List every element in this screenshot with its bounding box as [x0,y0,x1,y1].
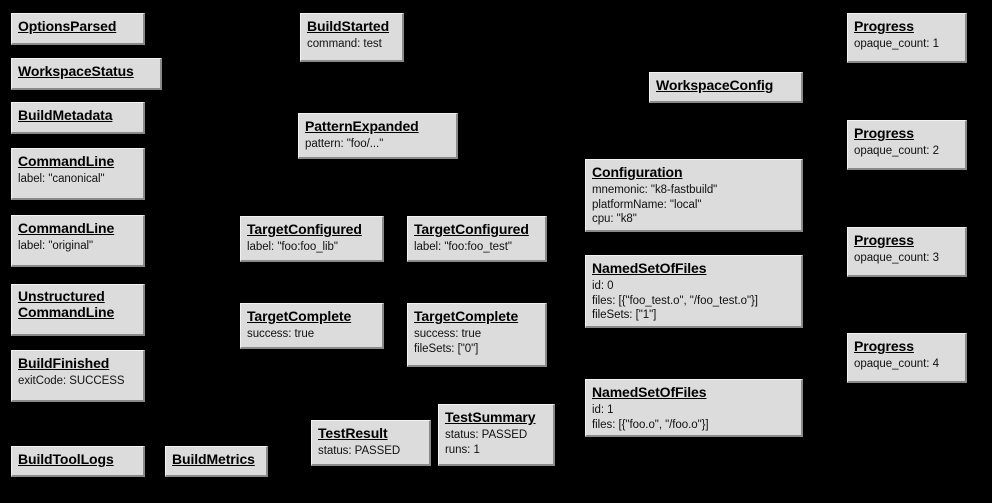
node-fields: status: PASSED runs: 1 [445,428,547,457]
node-title: Progress [854,18,914,34]
node-field: opaque_count: 2 [854,144,939,157]
node-build-metrics[interactable]: BuildMetrics [165,446,268,477]
node-field: label: "foo:foo_test" [414,240,512,253]
node-title: BuildStarted [307,18,390,34]
node-progress-4[interactable]: Progress opaque_count: 4 [847,333,967,383]
node-named-set-of-files-1[interactable]: NamedSetOfFiles id: 1 files: [{"foo.o", "/… [585,379,803,437]
node-build-tool-logs[interactable]: BuildToolLogs [11,446,145,477]
node-unstructured-command-line[interactable]: Unstructured CommandLine [11,284,145,336]
node-fields: opaque_count: 2 [854,144,959,159]
node-fields: status: PASSED [318,444,423,459]
node-target-configured-lib[interactable]: TargetConfigured label: "foo:foo_lib" [240,216,384,262]
node-title: TargetComplete [414,308,519,324]
node-title: OptionsParsed [18,18,117,34]
node-title: TargetComplete [247,308,352,324]
node-field: command: test [307,37,382,50]
node-title: CommandLine [18,220,115,236]
node-field: files: [{"foo.o", "/foo.o"}] [592,418,709,431]
node-field: runs: 1 [445,443,480,456]
node-fields: label: "original" [18,239,137,254]
node-title: BuildFinished [18,355,110,371]
node-field: label: "canonical" [18,172,105,185]
node-fields: label: "canonical" [18,172,137,187]
node-title: Progress [854,232,914,248]
node-fields: exitCode: SUCCESS [18,374,137,389]
node-field: label: "foo:foo_lib" [247,240,338,253]
node-fields: success: true [247,327,376,342]
node-fields: command: test [307,37,396,52]
node-title: CommandLine [18,153,115,169]
node-title: TargetConfigured [247,221,362,237]
node-build-finished[interactable]: BuildFinished exitCode: SUCCESS [11,350,145,402]
node-field: label: "original" [18,239,94,252]
node-field: success: true [414,327,482,340]
node-title: Progress [854,338,914,354]
node-field: id: 1 [592,403,614,416]
node-title: Unstructured CommandLine [18,288,115,320]
node-target-configured-test[interactable]: TargetConfigured label: "foo:foo_test" [407,216,547,262]
node-title: TestResult [318,425,388,441]
node-title: BuildToolLogs [18,451,114,467]
node-fields: id: 0 files: [{"foo_test.o", "/foo_test.o… [592,279,795,323]
node-field: files: [{"foo_test.o", "/foo_test.o"}] [592,294,758,307]
node-workspace-config[interactable]: WorkspaceConfig [649,72,803,103]
node-fields: label: "foo:foo_lib" [247,240,376,255]
node-fields: mnemonic: "k8-fastbuild" platformName: "l… [592,183,795,227]
node-field: opaque_count: 1 [854,37,939,50]
node-target-complete-test[interactable]: TargetComplete success: true fileSets: ["0… [407,303,547,367]
node-title: NamedSetOfFiles [592,384,707,400]
node-field: id: 0 [592,279,614,292]
node-title: Configuration [592,164,683,180]
node-fields: label: "foo:foo_test" [414,240,539,255]
node-fields: id: 1 files: [{"foo.o", "/foo.o"}] [592,403,795,432]
node-named-set-of-files-0[interactable]: NamedSetOfFiles id: 0 files: [{"foo_test.o… [585,255,803,328]
node-field: exitCode: SUCCESS [18,374,125,387]
node-field: fileSets: ["1"] [592,309,657,322]
node-title: Progress [854,125,914,141]
node-fields: success: true fileSets: ["0"] [414,327,539,356]
node-fields: opaque_count: 1 [854,37,959,52]
node-field: mnemonic: "k8-fastbuild" [592,183,718,196]
node-field: fileSets: ["0"] [414,342,479,355]
node-command-line-canonical[interactable]: CommandLine label: "canonical" [11,148,145,200]
node-progress-3[interactable]: Progress opaque_count: 3 [847,227,967,277]
node-test-result[interactable]: TestResult status: PASSED [311,420,431,466]
node-pattern-expanded[interactable]: PatternExpanded pattern: "foo/..." [298,113,458,159]
node-field: cpu: "k8" [592,213,637,226]
node-fields: pattern: "foo/..." [305,137,450,152]
node-field: opaque_count: 4 [854,357,939,370]
node-target-complete-lib[interactable]: TargetComplete success: true [240,303,384,349]
node-title: WorkspaceStatus [18,63,134,79]
node-progress-2[interactable]: Progress opaque_count: 2 [847,120,967,170]
node-title: TargetConfigured [414,221,529,237]
node-configuration[interactable]: Configuration mnemonic: "k8-fastbuild" pla… [585,159,803,232]
node-field: status: PASSED [445,428,528,441]
node-options-parsed[interactable]: OptionsParsed [11,13,145,45]
node-field: opaque_count: 3 [854,251,939,264]
node-title: NamedSetOfFiles [592,260,707,276]
node-fields: opaque_count: 4 [854,357,959,372]
node-title: WorkspaceConfig [656,77,774,93]
node-field: status: PASSED [318,444,401,457]
node-title: TestSummary [445,409,536,425]
node-build-started[interactable]: BuildStarted command: test [300,13,404,62]
node-title: PatternExpanded [305,118,419,134]
node-test-summary[interactable]: TestSummary status: PASSED runs: 1 [438,404,555,466]
node-field: success: true [247,327,315,340]
node-command-line-original[interactable]: CommandLine label: "original" [11,215,145,267]
node-fields: opaque_count: 3 [854,251,959,266]
node-title: BuildMetrics [172,451,255,467]
node-workspace-status[interactable]: WorkspaceStatus [11,58,162,90]
node-title: BuildMetadata [18,107,113,123]
node-progress-1[interactable]: Progress opaque_count: 1 [847,13,967,63]
node-field: pattern: "foo/..." [305,137,384,150]
node-build-metadata[interactable]: BuildMetadata [11,102,145,134]
node-field: platformName: "local" [592,198,702,211]
